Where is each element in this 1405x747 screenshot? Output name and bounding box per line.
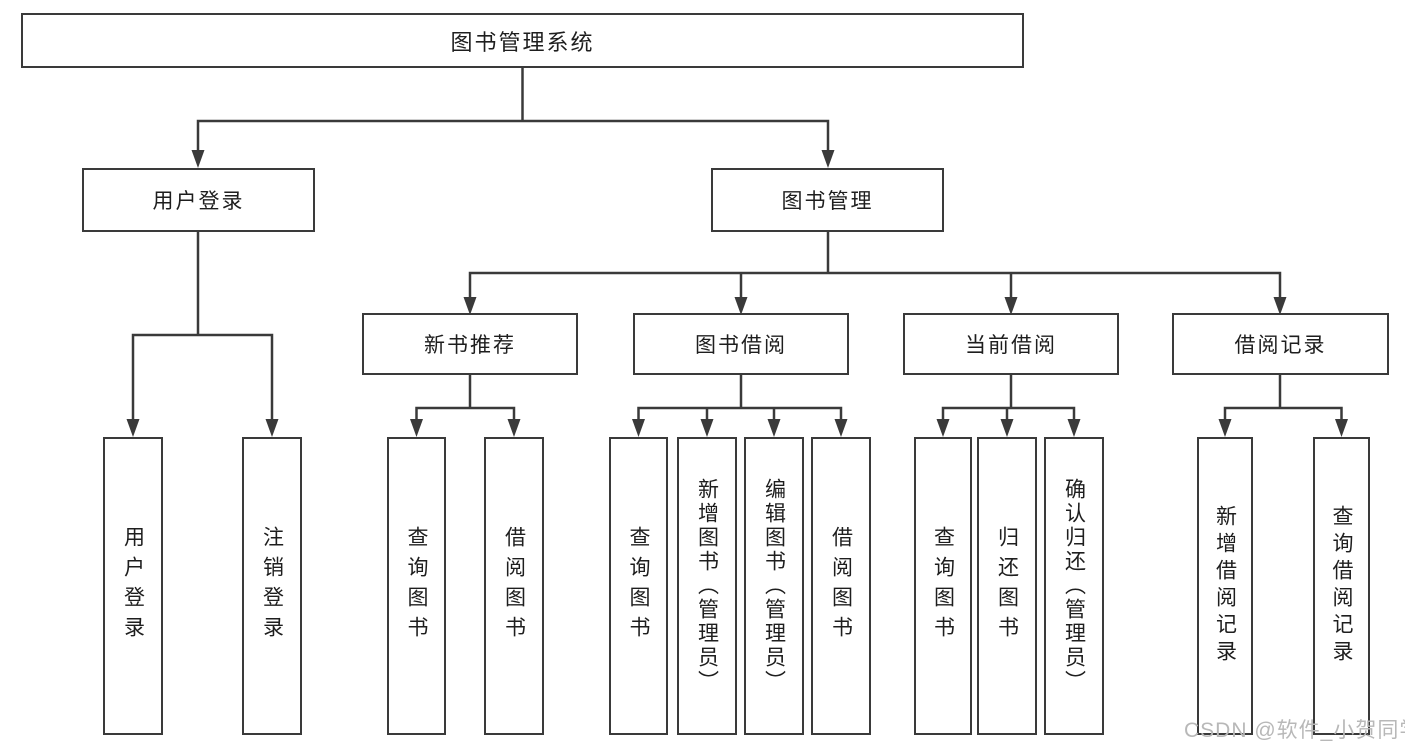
node-leaf-query-books-borrowing-label: 查询图书 xyxy=(627,526,650,646)
node-leaf-query-borrow-record-label: 查询借阅记录 xyxy=(1330,505,1353,667)
node-book-management: 图书管理 xyxy=(711,168,944,232)
node-leaf-query-books-borrowing: 查询图书 xyxy=(609,437,668,735)
node-borrowing-records: 借阅记录 xyxy=(1172,313,1389,375)
node-leaf-return-book: 归还图书 xyxy=(977,437,1037,735)
node-leaf-confirm-return-admin: 确认归还（管理员） xyxy=(1044,437,1104,735)
node-user-login: 用户登录 xyxy=(82,168,315,232)
node-leaf-logout: 注销登录 xyxy=(242,437,302,735)
node-new-book-recommendation: 新书推荐 xyxy=(362,313,578,375)
node-book-management-label: 图书管理 xyxy=(781,190,874,213)
node-library-system-label: 图书管理系统 xyxy=(450,29,595,55)
node-leaf-query-books-current: 查询图书 xyxy=(914,437,972,735)
node-leaf-borrow-books-recommend-label: 借阅图书 xyxy=(502,526,526,646)
node-leaf-query-books-current-label: 查询图书 xyxy=(931,526,955,646)
node-leaf-add-borrow-record: 新增借阅记录 xyxy=(1197,437,1253,735)
node-leaf-user-login-label: 用户登录 xyxy=(121,526,145,646)
node-leaf-edit-book-admin: 编辑图书（管理员） xyxy=(744,437,804,735)
node-library-system: 图书管理系统 xyxy=(21,13,1024,68)
node-leaf-return-book-label: 归还图书 xyxy=(995,526,1019,646)
node-borrowing-records-label: 借阅记录 xyxy=(1234,334,1327,357)
node-leaf-logout-label: 注销登录 xyxy=(260,526,284,646)
node-leaf-borrow-books-borrowing: 借阅图书 xyxy=(811,437,871,735)
node-leaf-borrow-books-borrowing-label: 借阅图书 xyxy=(829,526,853,646)
node-new-book-recommendation-label: 新书推荐 xyxy=(424,334,516,357)
node-leaf-query-books-recommend-label: 查询图书 xyxy=(405,526,428,646)
node-leaf-borrow-books-recommend: 借阅图书 xyxy=(484,437,544,735)
node-leaf-add-borrow-record-label: 新增借阅记录 xyxy=(1213,505,1237,667)
node-leaf-add-book-admin-label: 新增图书（管理员） xyxy=(695,478,719,694)
node-leaf-add-book-admin: 新增图书（管理员） xyxy=(677,437,737,735)
node-leaf-query-borrow-record: 查询借阅记录 xyxy=(1313,437,1370,735)
node-leaf-user-login: 用户登录 xyxy=(103,437,163,735)
node-leaf-confirm-return-admin-label: 确认归还（管理员） xyxy=(1062,478,1086,694)
node-leaf-query-books-recommend: 查询图书 xyxy=(387,437,446,735)
csdn-watermark: CSDN @软件_小贺同学 xyxy=(1184,719,1405,742)
node-current-borrowing: 当前借阅 xyxy=(903,313,1119,375)
node-user-login-label: 用户登录 xyxy=(152,190,245,213)
node-leaf-edit-book-admin-label: 编辑图书（管理员） xyxy=(762,478,786,694)
node-book-borrowing: 图书借阅 xyxy=(633,313,849,375)
node-book-borrowing-label: 图书借阅 xyxy=(695,334,787,357)
node-current-borrowing-label: 当前借阅 xyxy=(965,334,1057,357)
